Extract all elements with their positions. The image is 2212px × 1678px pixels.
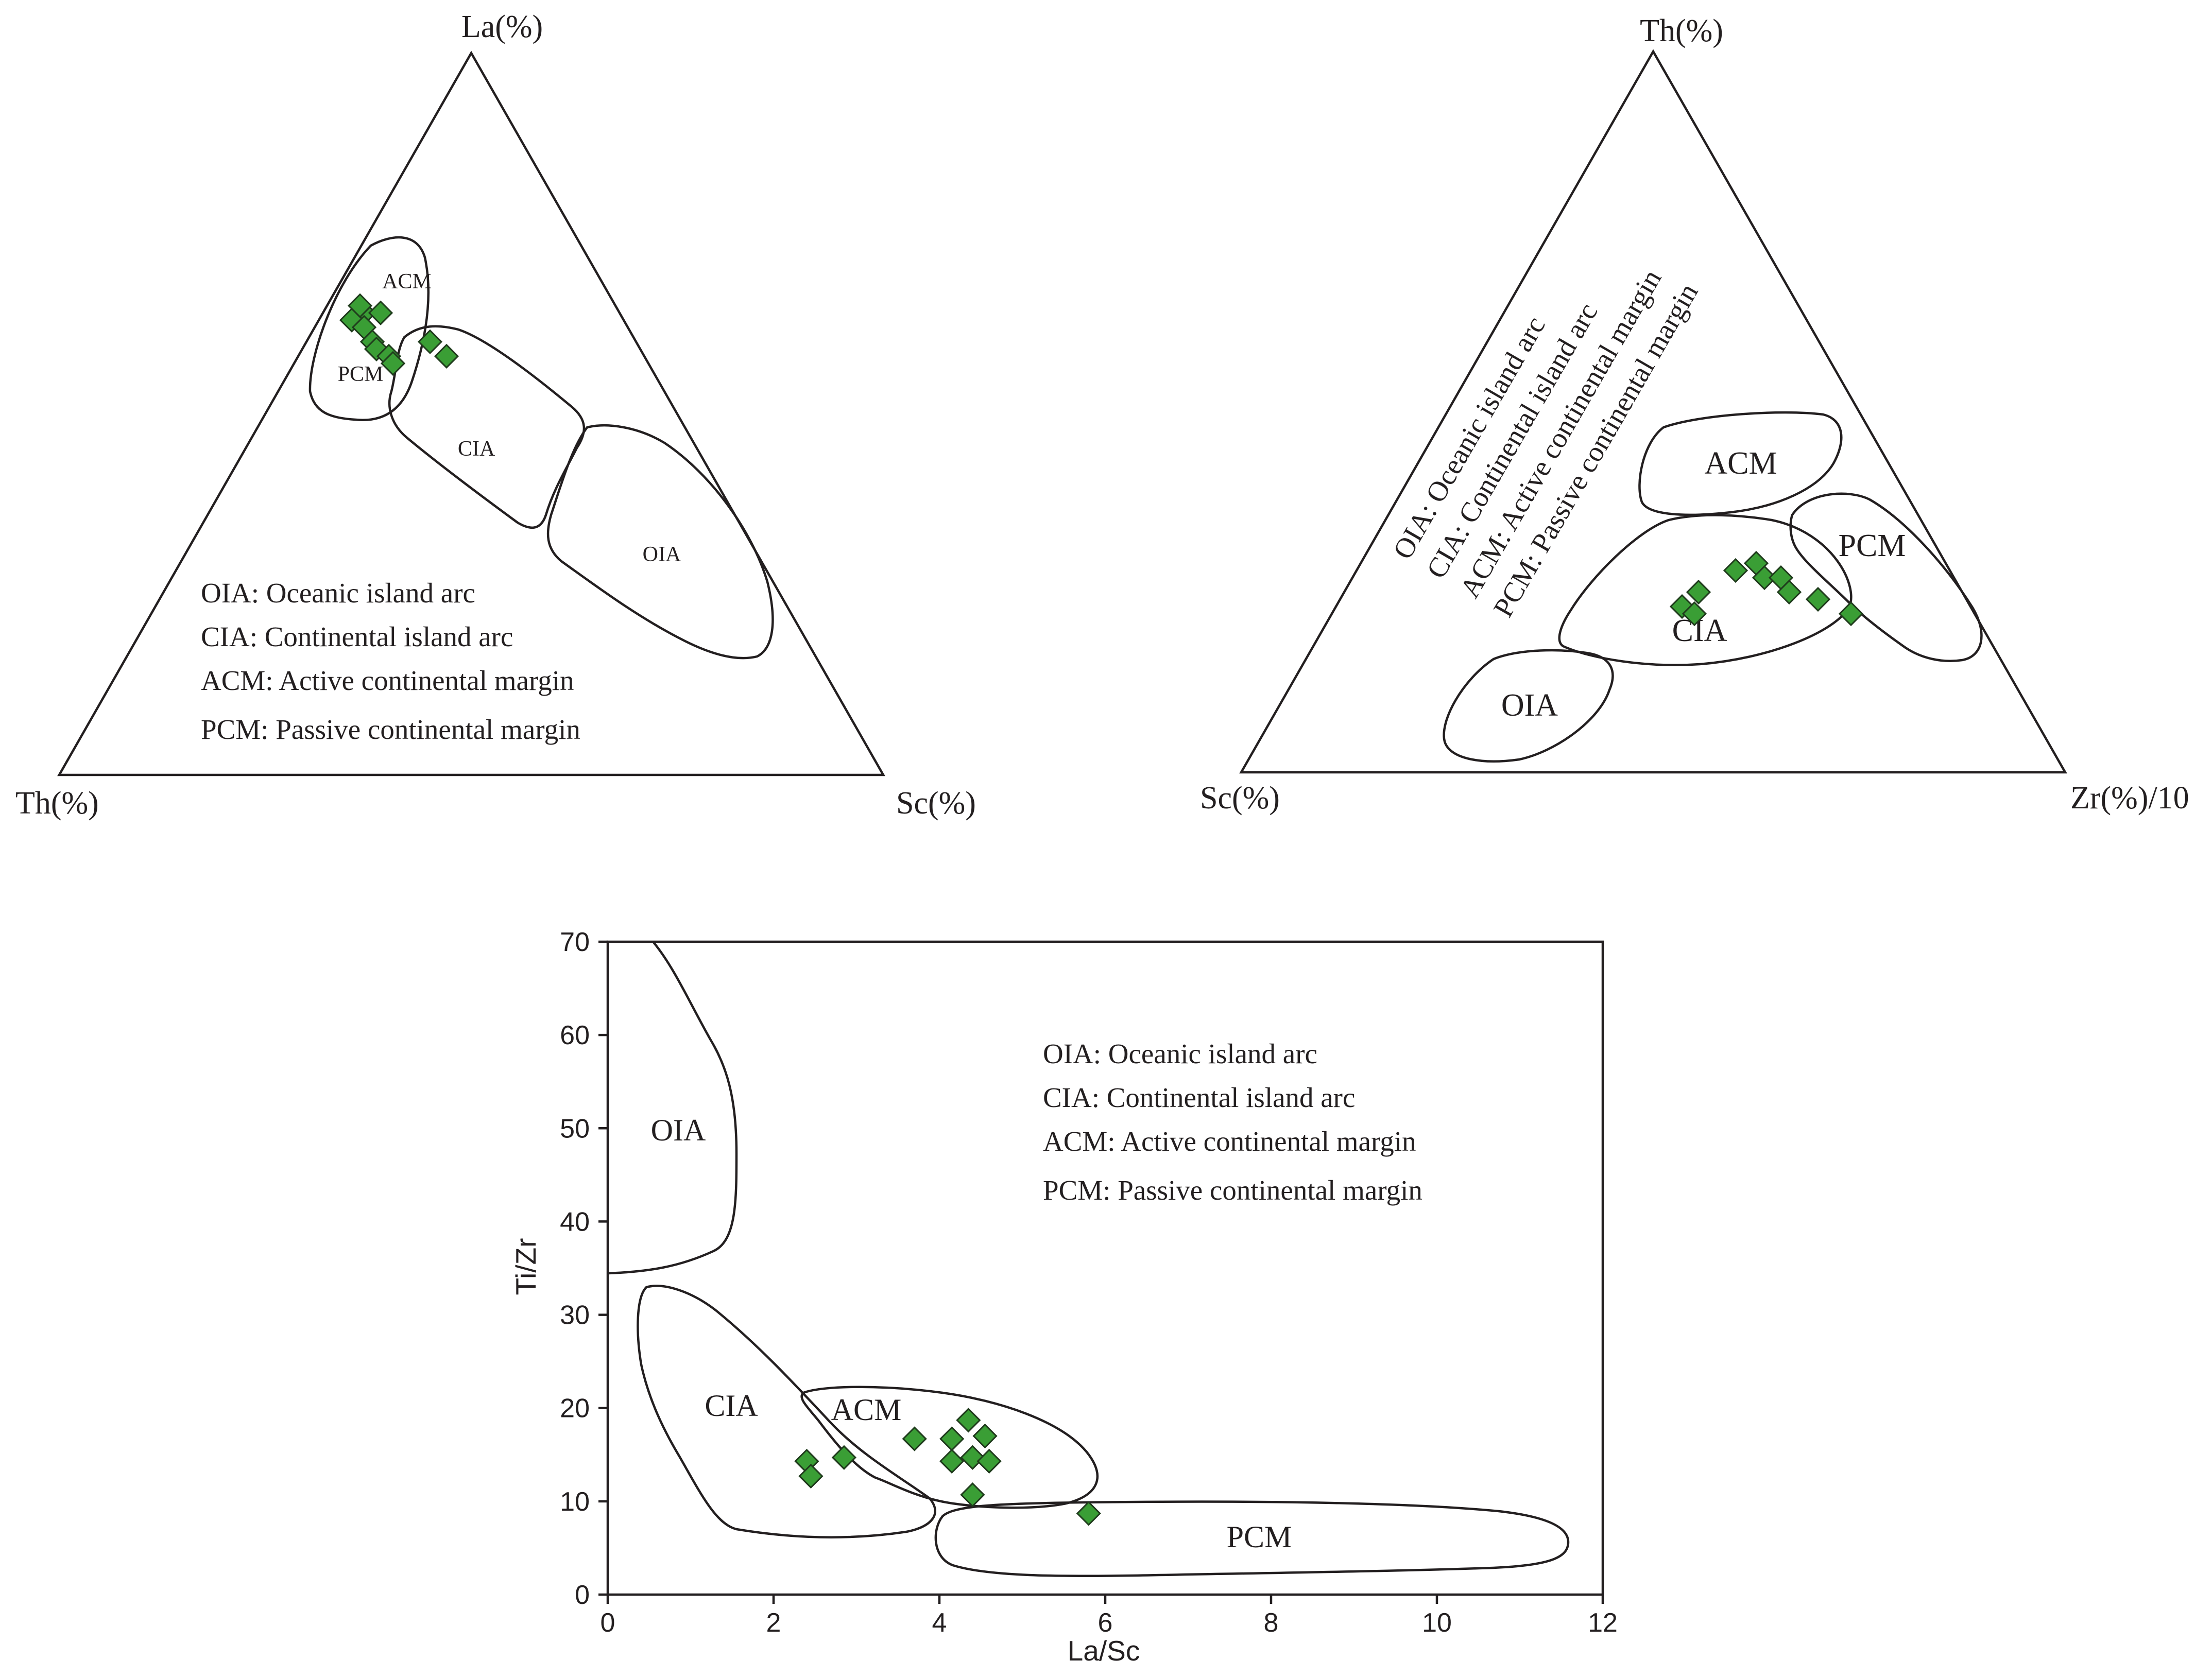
ternary1-field-cia [388, 325, 586, 529]
ternary-th-sc-zr: Th(%) Sc(%) Zr(%)/10 ACM PCM CIA OIA OIA… [1200, 13, 2189, 816]
scatter-field-cia [637, 1285, 936, 1538]
scatter-point [976, 1448, 1002, 1474]
scatter-field-label-acm: ACM [831, 1393, 902, 1427]
ternary1-point [417, 329, 443, 354]
ternary1-point [434, 343, 459, 369]
ternary2-legend: OIA: Oceanic island arc CIA: Continental… [1387, 264, 1704, 622]
ternary1-field-oia [546, 424, 774, 660]
ternary2-point [1682, 601, 1707, 627]
ternary1-apex-right: Sc(%) [896, 786, 976, 821]
ternary2-field-label-pcm: PCM [1839, 528, 1906, 563]
ternary2-field-label-acm: ACM [1704, 446, 1777, 481]
ternary1-legend-acm: ACM: Active continental margin [201, 665, 574, 696]
scatter-point [956, 1408, 981, 1433]
scatter-point [960, 1445, 985, 1470]
scatter-point [939, 1426, 965, 1451]
ternary1-points [339, 293, 459, 376]
scatter-field-label-pcm: PCM [1227, 1520, 1292, 1554]
ternary2-field-acm [1638, 411, 1843, 516]
scatter-point [1076, 1501, 1101, 1526]
ternary2-apex-left: Sc(%) [1200, 781, 1280, 816]
x-axis-label: La/Sc [1068, 1635, 1140, 1667]
y-axis-label: Ti/Zr [510, 1238, 542, 1295]
x-tick-label: 0 [601, 1608, 615, 1638]
ternary1-legend-oia: OIA: Oceanic island arc [201, 577, 475, 609]
ternary1-field-label-oia: OIA [643, 543, 681, 566]
scatter-field-label-cia: CIA [705, 1389, 758, 1423]
ternary2-field-label-oia: OIA [1501, 688, 1558, 723]
scatter-point [831, 1445, 856, 1470]
ternary1-field-acm-pcm [308, 236, 430, 421]
ternary1-field-label-pcm: PCM [338, 362, 384, 386]
scatter-tizr-lasc: 0 2 4 6 8 10 12 0 10 20 30 40 50 60 70 La/Sc Ti/Zr OI… [510, 927, 1618, 1667]
ternary1-field-label-cia: CIA [458, 437, 495, 461]
scatter-field-pcm [934, 1500, 1570, 1578]
scatter-point [972, 1423, 998, 1449]
ternary1-frame [57, 50, 885, 776]
y-tick-label: 10 [560, 1487, 590, 1517]
ternary2-apex-right: Zr(%)/10 [2070, 781, 2189, 816]
scatter-legend-pcm: PCM: Passive continental margin [1043, 1174, 1422, 1206]
x-tick-label: 2 [766, 1608, 781, 1638]
ternary2-point [1805, 586, 1831, 612]
y-tick-label: 70 [560, 927, 590, 957]
ternary2-points [1669, 550, 1864, 627]
y-tick-label: 50 [560, 1114, 590, 1144]
ternary2-point [1838, 601, 1864, 627]
x-axis: 0 2 4 6 8 10 12 [601, 1595, 1618, 1638]
scatter-field-oia [607, 941, 738, 1275]
y-tick-label: 30 [560, 1301, 590, 1330]
ternary1-legend-cia: CIA: Continental island arc [201, 621, 513, 652]
scatter-legend-oia: OIA: Oceanic island arc [1043, 1038, 1317, 1069]
ternary2-point [1776, 579, 1802, 605]
x-tick-label: 10 [1422, 1608, 1452, 1638]
y-tick-label: 60 [560, 1020, 590, 1050]
scatter-points [794, 1408, 1101, 1526]
ternary2-frame [1239, 49, 2067, 774]
scatter-point [960, 1482, 985, 1508]
scatter-point [798, 1463, 824, 1489]
ternary2-point [1752, 565, 1777, 591]
y-tick-label: 40 [560, 1207, 590, 1237]
ternary1-apex-top: La(%) [461, 9, 543, 44]
y-tick-label: 20 [560, 1394, 590, 1424]
x-tick-label: 4 [932, 1608, 947, 1638]
ternary1-point [368, 300, 393, 325]
x-tick-label: 8 [1264, 1608, 1279, 1638]
ternary2-field-oia [1443, 649, 1614, 763]
ternary1-field-label-acm: ACM [382, 270, 432, 293]
scatter-legend-cia: CIA: Continental island arc [1043, 1082, 1355, 1113]
ternary-la-th-sc: La(%) Th(%) Sc(%) ACM PCM CIA OIA OIA: O… [15, 9, 976, 821]
ternary1-legend: OIA: Oceanic island arc CIA: Continental… [201, 577, 580, 745]
ternary2-point [1723, 558, 1748, 583]
scatter-legend-acm: ACM: Active continental margin [1043, 1126, 1416, 1157]
ternary1-legend-pcm: PCM: Passive continental margin [201, 714, 580, 745]
ternary2-point [1686, 579, 1711, 605]
ternary2-apex-top: Th(%) [1640, 13, 1723, 48]
x-tick-label: 6 [1098, 1608, 1113, 1638]
ternary2-field-cia [1558, 514, 1853, 666]
scatter-legend: OIA: Oceanic island arc CIA: Continental… [1043, 1038, 1422, 1206]
scatter-point [902, 1426, 927, 1451]
ternary1-apex-left: Th(%) [15, 786, 99, 821]
ternary2-field-pcm [1789, 492, 1983, 662]
y-axis: 0 10 20 30 40 50 60 70 [560, 927, 608, 1610]
scatter-field-label-oia: OIA [651, 1113, 706, 1147]
x-tick-label: 12 [1588, 1608, 1618, 1638]
ternary1-point [380, 351, 406, 376]
scatter-point [939, 1448, 965, 1474]
y-tick-label: 0 [575, 1580, 590, 1610]
